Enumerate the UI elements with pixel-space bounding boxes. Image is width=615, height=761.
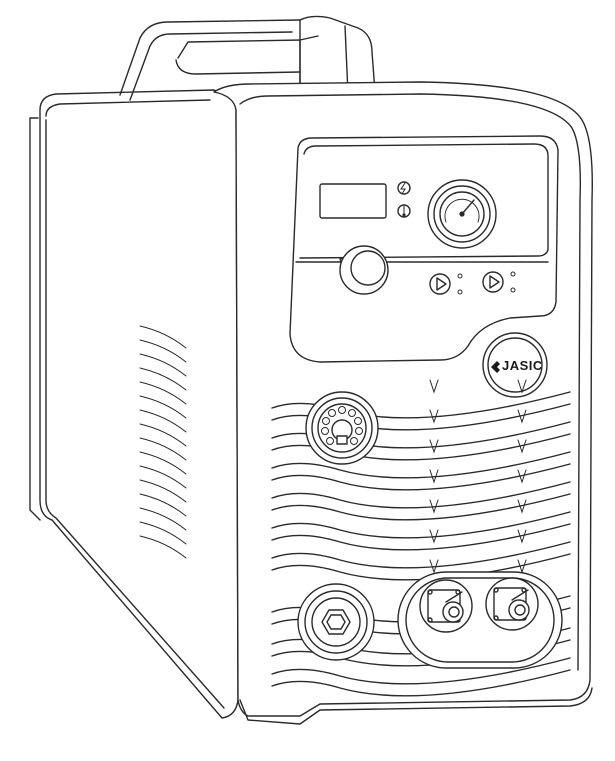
side-vents bbox=[139, 325, 187, 559]
brand-badge: JASIC bbox=[482, 332, 548, 398]
carry-handle bbox=[119, 15, 376, 101]
digital-display bbox=[319, 183, 387, 219]
side-panel bbox=[29, 89, 239, 719]
control-socket[interactable] bbox=[305, 391, 379, 465]
gas-outlet-fitting[interactable] bbox=[297, 583, 375, 661]
torch-terminal-left[interactable] bbox=[419, 579, 473, 633]
control-panel bbox=[289, 135, 559, 363]
torch-terminal-right[interactable] bbox=[485, 577, 539, 631]
thermometer-icon bbox=[397, 204, 411, 218]
pressure-gauge bbox=[427, 179, 497, 249]
play-button-right[interactable] bbox=[482, 271, 504, 293]
current-adjust-knob[interactable] bbox=[339, 245, 389, 295]
jasic-arrow-logo bbox=[491, 361, 500, 373]
torch-terminal-housing bbox=[397, 571, 563, 669]
play-button-left[interactable] bbox=[429, 273, 451, 295]
brand-name: JASIC bbox=[502, 358, 543, 373]
lightning-bolt-icon bbox=[397, 181, 411, 195]
